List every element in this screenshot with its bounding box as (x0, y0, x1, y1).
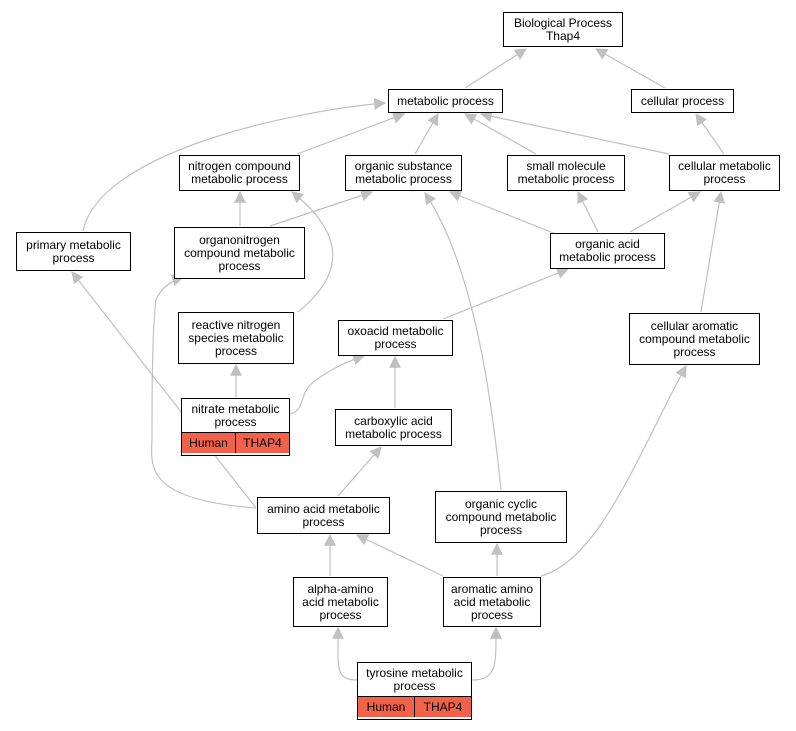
node-label: organic cyclic compound metabolic proces… (445, 496, 557, 537)
node-label: organic substance metabolic process (354, 159, 453, 186)
edge-from-smallmol (463, 113, 537, 155)
node-label: amino acid metabolic process (267, 501, 380, 529)
gene-tag: THAP4 (414, 697, 471, 717)
node-label: tyrosine metabolic process (366, 665, 463, 693)
node-organonitrogen[interactable]: organonitrogen compound metabolic proces… (174, 227, 305, 279)
node-oxoacid[interactable]: oxoacid metabolic process (338, 320, 453, 356)
node-label: alpha-amino acid metabolic process (302, 581, 379, 622)
edge-from-cellarom (700, 190, 726, 313)
edge-from-organonitrogen (269, 189, 374, 227)
edge-from-aromamino (540, 364, 687, 577)
edge-from-orgacid (577, 190, 599, 233)
edge-from-tyrosine (332, 626, 358, 681)
node-label: small molecule metabolic process (517, 159, 615, 186)
node-label: carboxylic acid metabolic process (345, 413, 442, 441)
edge-from-orgacid (629, 191, 702, 233)
species-tag: Human (358, 697, 414, 717)
node-label: aromatic amino acid metabolic process (450, 581, 534, 622)
edge-from-cellmet (695, 113, 725, 155)
node-label: metabolic process (397, 93, 494, 108)
edge-from-nitrate (289, 353, 366, 415)
edge-from-tyrosine (471, 626, 502, 681)
edge-from-orgsub (414, 112, 439, 155)
species-tag: Human (182, 433, 235, 453)
node-orgsub[interactable]: organic substance metabolic process (345, 155, 462, 191)
node-label: cellular aromatic compound metabolic pro… (639, 318, 750, 359)
node-bp[interactable]: Biological Process Thap4 (503, 12, 623, 47)
node-label: organic acid metabolic process (559, 237, 656, 264)
node-label: cellular process (640, 93, 725, 108)
node-smallmol[interactable]: small molecule metabolic process (507, 155, 625, 191)
edge-from-orgcyclic (424, 192, 502, 491)
node-aromamino[interactable]: aromatic amino acid metabolic process (443, 577, 541, 627)
edge-from-aromamino (355, 534, 444, 577)
node-label: reactive nitrogen species metabolic proc… (188, 317, 284, 358)
node-label: nitrate metabolic process (191, 401, 280, 429)
edge-from-aminoacid (71, 271, 257, 509)
node-alphaamino[interactable]: alpha-amino acid metabolic process (293, 577, 388, 627)
edge-from-nitrogen (296, 112, 406, 155)
node-carboxylic[interactable]: carboxylic acid metabolic process (335, 409, 452, 446)
node-metabolic[interactable]: metabolic process (388, 89, 503, 113)
edge-from-primary (82, 97, 387, 232)
node-cellular[interactable]: cellular process (631, 89, 734, 113)
node-primary[interactable]: primary metabolic process (16, 232, 131, 271)
edge-from-orgacid (448, 190, 567, 239)
edges-layer (71, 48, 726, 681)
node-label: primary metabolic process (26, 237, 121, 265)
node-label: Biological Process Thap4 (513, 15, 613, 43)
node-nitrogen[interactable]: nitrogen compound metabolic process (179, 155, 300, 191)
edge-from-cellmet (479, 110, 670, 155)
edge-from-aminoacid (150, 274, 257, 509)
node-aminoacid[interactable]: amino acid metabolic process (257, 497, 390, 534)
node-label: nitrogen compound metabolic process (188, 159, 291, 186)
edge-from-reactiven (291, 191, 334, 313)
edge-from-metabolic (464, 48, 528, 89)
node-orgcyclic[interactable]: organic cyclic compound metabolic proces… (435, 491, 567, 543)
edge-from-cellular (594, 48, 666, 89)
edge-from-aminoacid (337, 446, 382, 497)
edge-from-oxoacid (442, 267, 570, 320)
node-reactiven[interactable]: reactive nitrogen species metabolic proc… (178, 312, 294, 364)
gene-tag: THAP4 (235, 433, 289, 453)
node-cellmet[interactable]: cellular metabolic process (669, 155, 780, 191)
node-cellarom[interactable]: cellular aromatic compound metabolic pro… (629, 313, 760, 365)
node-label: cellular metabolic process (678, 159, 771, 186)
node-orgacid[interactable]: organic acid metabolic process (550, 233, 665, 269)
node-label: organonitrogen compound metabolic proces… (184, 232, 295, 273)
node-label: oxoacid metabolic process (347, 324, 444, 351)
